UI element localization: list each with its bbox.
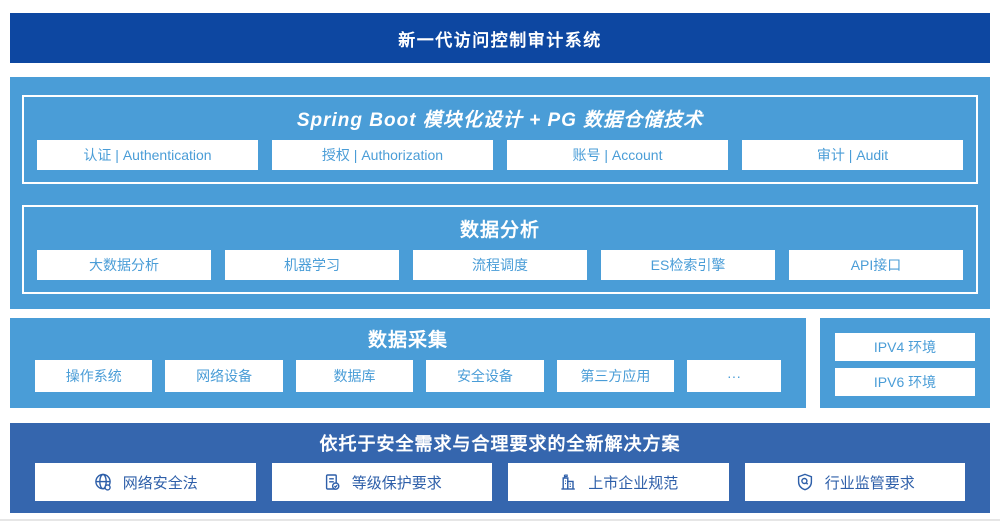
solution-section: 依托于安全需求与合理要求的全新解决方案 网络安全法	[10, 423, 990, 513]
solution-listed-company: 上市企业规范	[508, 463, 729, 501]
source-database: 数据库	[295, 360, 414, 392]
module-authentication: 认证 | Authentication	[37, 140, 258, 170]
system-title: 新一代访问控制审计系统	[398, 30, 602, 50]
source-third-party-app: 第三方应用	[556, 360, 675, 392]
solution-item-label: 等级保护要求	[351, 474, 442, 492]
solution-item-label: 行业监管要求	[824, 474, 915, 492]
module-authorization: 授权 | Authorization	[272, 140, 493, 170]
data-analysis-box: 数据分析 大数据分析 机器学习 流程调度 ES检索引擎 API接口	[22, 205, 978, 294]
module-flow-scheduling: 流程调度	[413, 250, 587, 280]
module-es-search: ES检索引擎	[601, 250, 775, 280]
springboot-module-row: 认证 | Authentication 授权 | Authorization 账…	[37, 140, 963, 170]
solution-network-security-law: 网络安全法	[35, 463, 256, 501]
module-account: 账号 | Account	[507, 140, 728, 170]
source-more-ellipsis: ···	[687, 360, 781, 392]
module-audit: 审计 | Audit	[742, 140, 963, 170]
doc-check-icon	[322, 472, 342, 492]
solution-item-label: 上市企业规范	[588, 474, 679, 492]
solution-item-label: 网络安全法	[122, 474, 198, 492]
source-os: 操作系统	[35, 360, 153, 392]
solution-title: 依托于安全需求与合理要求的全新解决方案	[319, 434, 681, 454]
solution-item-row: 网络安全法 等级保护要求	[35, 463, 965, 501]
buildings-icon	[558, 472, 578, 492]
module-machine-learning: 机器学习	[225, 250, 399, 280]
globe-icon	[93, 472, 113, 492]
ipv4-environment: IPV4 环境	[835, 333, 975, 361]
ip-environment-section: IPV4 环境 IPV6 环境	[820, 318, 990, 408]
source-security-device: 安全设备	[426, 360, 544, 392]
data-collection-section: 数据采集 操作系统 网络设备 数据库 安全设备 第三方应用 ···	[10, 318, 806, 408]
module-bigdata-analysis: 大数据分析	[37, 250, 211, 280]
springboot-title: Spring Boot 模块化设计 + PG 数据仓储技术	[296, 109, 704, 131]
page-bottom-shadow	[0, 519, 1000, 521]
system-title-banner: 新一代访问控制审计系统	[10, 13, 990, 63]
springboot-box: Spring Boot 模块化设计 + PG 数据仓储技术 认证 | Authe…	[22, 95, 978, 184]
data-analysis-title: 数据分析	[459, 219, 540, 241]
module-api: API接口	[789, 250, 963, 280]
solution-industry-regulation: 行业监管要求	[744, 463, 965, 501]
source-network-device: 网络设备	[165, 360, 283, 392]
data-collection-module-row: 操作系统 网络设备 数据库 安全设备 第三方应用 ···	[35, 360, 781, 392]
data-collection-title: 数据采集	[367, 329, 448, 351]
shield-search-icon	[795, 472, 815, 492]
solution-graded-protection: 等级保护要求	[271, 463, 492, 501]
platform-section: Spring Boot 模块化设计 + PG 数据仓储技术 认证 | Authe…	[10, 77, 990, 309]
data-analysis-module-row: 大数据分析 机器学习 流程调度 ES检索引擎 API接口	[37, 250, 963, 280]
ipv6-environment: IPV6 环境	[835, 368, 975, 396]
